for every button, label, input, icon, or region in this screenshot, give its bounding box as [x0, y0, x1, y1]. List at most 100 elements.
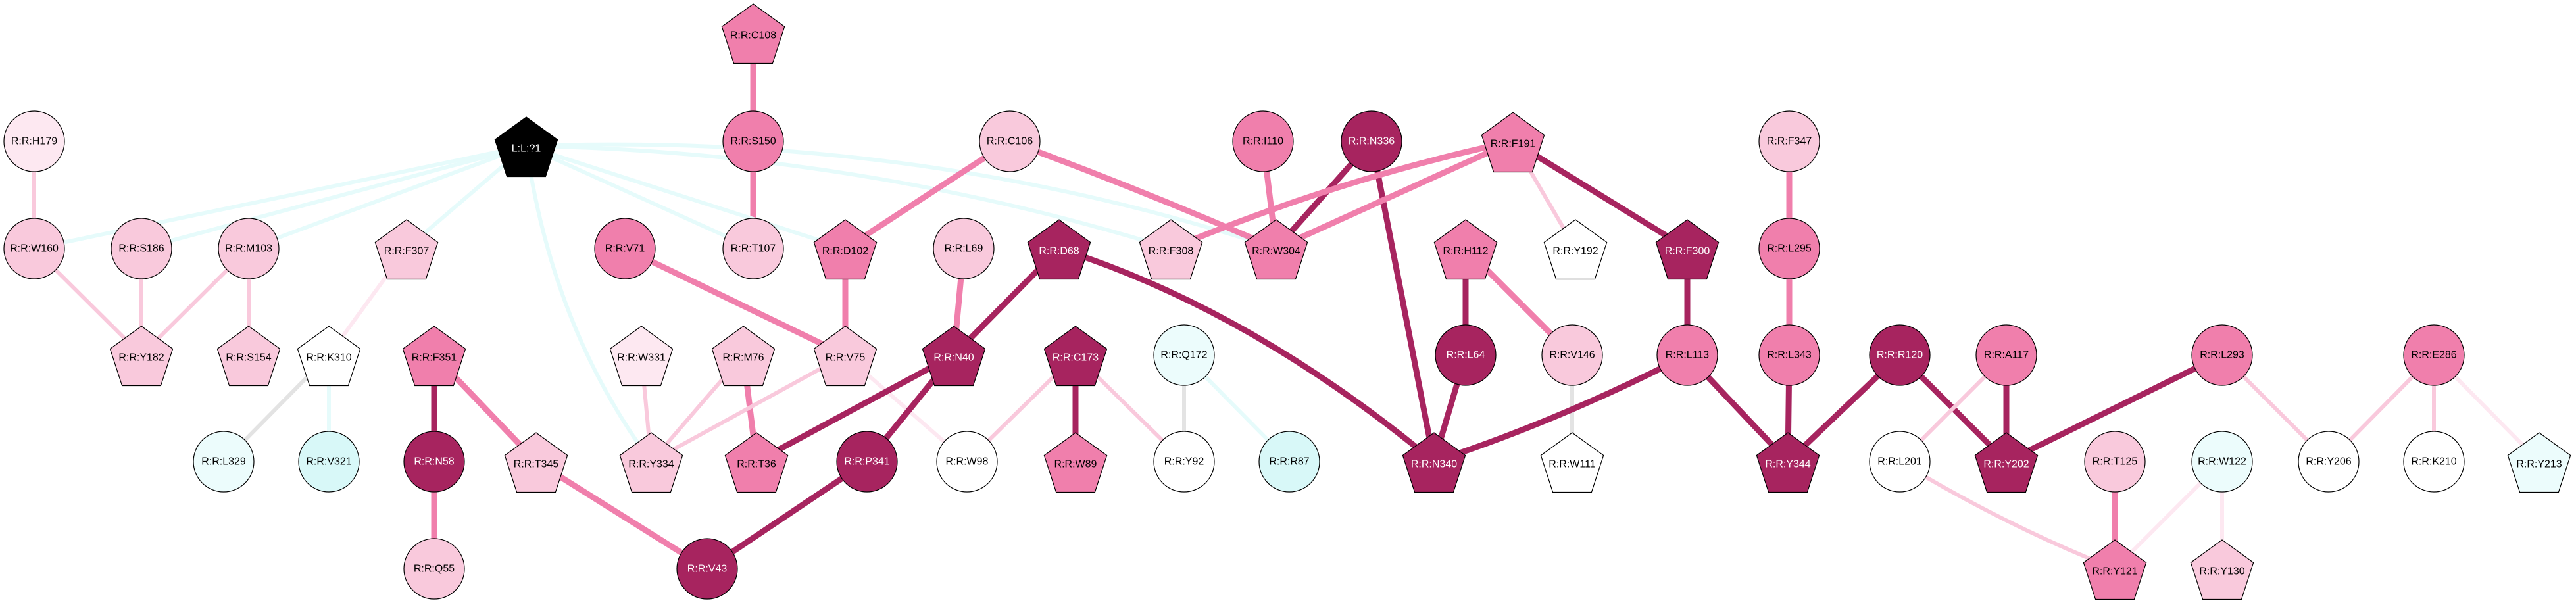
node-n58[interactable]: R:R:N58: [403, 431, 465, 493]
node-label: R:R:D68: [1039, 246, 1079, 257]
node-s154[interactable]: R:R:S154: [216, 326, 281, 387]
node-y334[interactable]: R:R:Y334: [619, 432, 683, 493]
node-w111[interactable]: R:R:W111: [1540, 432, 1604, 493]
node-c108[interactable]: R:R:C108: [721, 3, 785, 64]
node-label: R:R:L64: [1447, 350, 1485, 361]
node-y92[interactable]: R:R:Y92: [1153, 431, 1215, 493]
node-v75[interactable]: R:R:V75: [813, 326, 878, 387]
node-label: R:R:S186: [118, 243, 164, 254]
node-m103[interactable]: R:R:M103: [218, 218, 280, 279]
pentagon-node-shape: [1244, 219, 1308, 280]
node-l293[interactable]: R:R:L293: [2191, 324, 2253, 386]
edge-n336-n340: [1368, 138, 1437, 465]
node-v71[interactable]: R:R:V71: [594, 218, 656, 279]
node-f300[interactable]: R:R:F300: [1655, 219, 1720, 280]
node-l201[interactable]: R:R:L201: [1869, 431, 1931, 493]
node-k310[interactable]: R:R:K310: [297, 326, 361, 387]
node-l343[interactable]: R:R:L343: [1758, 324, 1820, 386]
node-label: R:R:I110: [1243, 136, 1283, 147]
node-v146[interactable]: R:R:V146: [1541, 324, 1603, 386]
node-i110[interactable]: R:R:I110: [1232, 110, 1294, 172]
node-t36[interactable]: R:R:T36: [724, 432, 789, 493]
node-c106[interactable]: R:R:C106: [979, 110, 1041, 172]
pentagon-node-shape: [1027, 219, 1091, 280]
node-f347[interactable]: R:R:F347: [1758, 110, 1820, 172]
node-label: R:R:L295: [1767, 243, 1812, 254]
node-y206[interactable]: R:R:Y206: [2298, 431, 2360, 493]
node-l329[interactable]: R:R:L329: [193, 431, 255, 493]
edge-v75-y334: [649, 353, 847, 464]
node-t125[interactable]: R:R:T125: [2084, 431, 2146, 493]
node-r120[interactable]: R:R:R120: [1869, 324, 1931, 386]
edge-l71-w160: [32, 144, 528, 251]
node-m76[interactable]: R:R:M76: [711, 326, 776, 387]
node-label: R:R:W89: [1054, 459, 1097, 470]
pentagon-node-shape: [1974, 432, 2039, 493]
node-l295[interactable]: R:R:L295: [1758, 218, 1820, 279]
node-a117[interactable]: R:R:A117: [1975, 324, 2037, 386]
node-s150[interactable]: R:R:S150: [722, 110, 784, 172]
node-l69[interactable]: R:R:L69: [933, 218, 995, 279]
edge-n40-t36: [753, 352, 957, 465]
pentagon-node-shape: [813, 219, 878, 280]
node-h179[interactable]: R:R:H179: [3, 110, 65, 172]
node-k210[interactable]: R:R:K210: [2403, 431, 2465, 493]
node-n340[interactable]: R:R:N340: [1402, 432, 1466, 493]
circle-node-shape: [836, 431, 898, 493]
node-y344[interactable]: R:R:Y344: [1756, 432, 1820, 493]
circle-node-shape: [1758, 324, 1820, 386]
pentagon-node-shape: [1756, 432, 1820, 493]
node-l64[interactable]: R:R:L64: [1435, 324, 1497, 386]
node-s186[interactable]: R:R:S186: [111, 218, 172, 279]
node-r87[interactable]: R:R:R87: [1258, 431, 1320, 493]
node-f308[interactable]: R:R:F308: [1139, 219, 1203, 280]
node-y182[interactable]: R:R:Y182: [109, 326, 174, 387]
node-t107[interactable]: R:R:T107: [722, 218, 784, 279]
circle-node-shape: [1341, 110, 1402, 172]
edge-l71-t107: [524, 144, 755, 251]
node-v43[interactable]: R:R:V43: [676, 538, 738, 600]
node-label: R:R:L329: [201, 456, 246, 468]
node-y202[interactable]: R:R:Y202: [1974, 432, 2039, 493]
node-w160[interactable]: R:R:W160: [3, 218, 65, 279]
node-l113[interactable]: R:R:L113: [1656, 324, 1718, 386]
node-p341[interactable]: R:R:P341: [836, 431, 898, 493]
node-w98[interactable]: R:R:W98: [936, 431, 998, 493]
node-label: R:R:F347: [1767, 136, 1812, 147]
node-label: R:R:S154: [226, 352, 271, 364]
edge-l71-w304: [524, 142, 1278, 251]
node-y192[interactable]: R:R:Y192: [1543, 219, 1608, 280]
circle-node-shape: [403, 538, 465, 600]
node-label: R:R:M76: [722, 352, 764, 364]
edge-f191-f300: [1510, 138, 1691, 252]
node-q172[interactable]: R:R:Q172: [1153, 324, 1215, 386]
node-y121[interactable]: R:R:Y121: [2083, 539, 2147, 600]
node-v321[interactable]: R:R:V321: [298, 431, 360, 493]
pentagon-node-shape: [1043, 326, 1108, 387]
node-n336[interactable]: R:R:N336: [1341, 110, 1402, 172]
node-d68[interactable]: R:R:D68: [1027, 219, 1091, 280]
node-c173[interactable]: R:R:C173: [1043, 326, 1108, 387]
node-f307[interactable]: R:R:F307: [374, 219, 439, 280]
node-h112[interactable]: R:R:H112: [1433, 219, 1498, 280]
edge-l71-f308: [524, 144, 1173, 251]
node-f351[interactable]: R:R:F351: [402, 326, 466, 387]
node-w122[interactable]: R:R:W122: [2191, 431, 2253, 493]
node-f191[interactable]: R:R:F191: [1481, 112, 1545, 173]
node-q55[interactable]: R:R:Q55: [403, 538, 465, 600]
node-t345[interactable]: R:R:T345: [504, 432, 568, 493]
node-d102[interactable]: R:R:D102: [813, 219, 878, 280]
node-y213[interactable]: R:R:Y213: [2507, 432, 2571, 493]
node-n40[interactable]: R:R:N40: [922, 326, 986, 387]
circle-node-shape: [676, 538, 738, 600]
node-label: R:R:Q172: [1160, 350, 1207, 361]
node-w331[interactable]: R:R:W331: [609, 326, 674, 387]
node-w304[interactable]: R:R:W304: [1244, 219, 1308, 280]
node-label: R:R:D102: [822, 246, 868, 257]
node-w89[interactable]: R:R:W89: [1043, 432, 1108, 493]
node-label: R:R:K210: [2411, 456, 2456, 468]
node-l71[interactable]: L:L:?1: [494, 116, 558, 178]
node-e286[interactable]: R:R:E286: [2403, 324, 2465, 386]
node-y130[interactable]: R:R:Y130: [2190, 539, 2254, 600]
pentagon-node-shape: [1402, 432, 1466, 493]
